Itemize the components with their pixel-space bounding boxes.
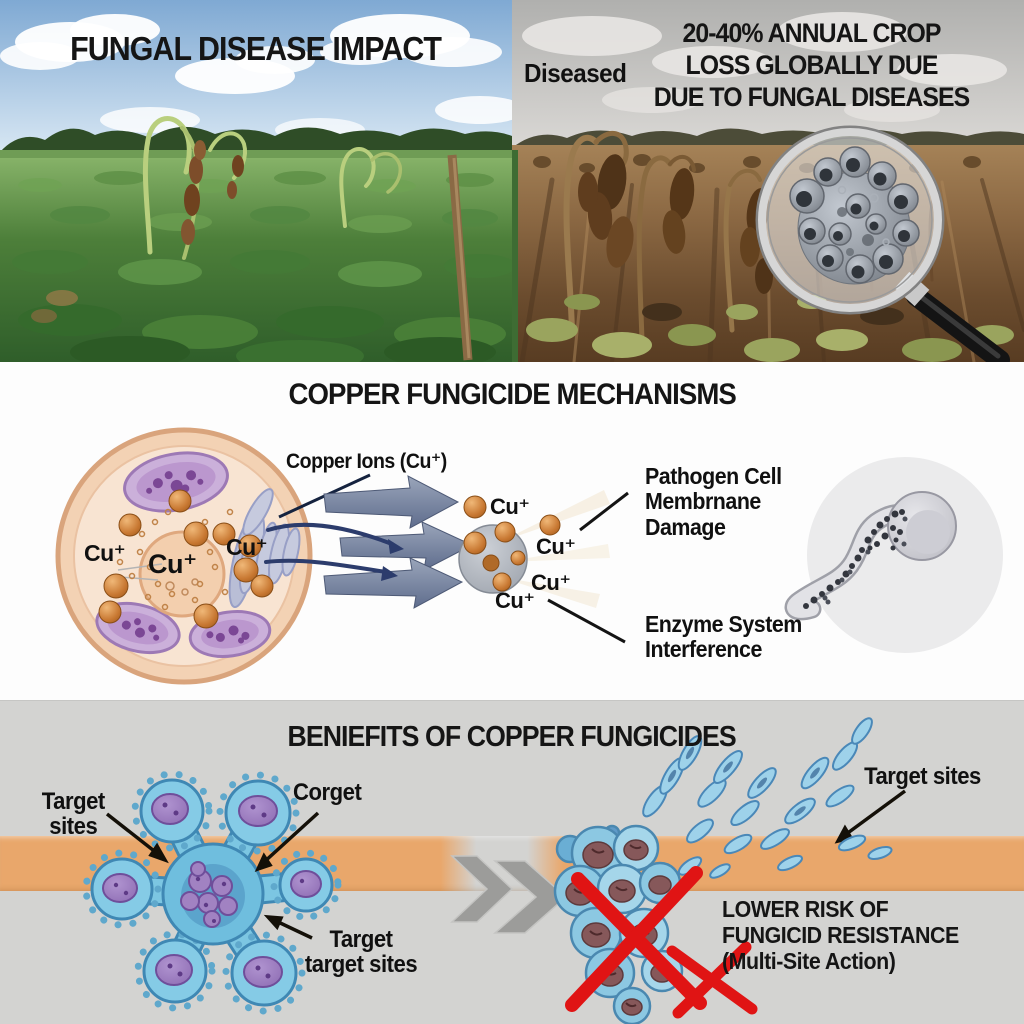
pathogen-cell-illustration xyxy=(55,427,313,685)
copper-ion-spheres xyxy=(98,489,274,629)
cu-label-cell-1: Cu⁺ xyxy=(84,540,126,566)
target-sites-right-label: Target sites xyxy=(863,763,981,790)
release-arrows xyxy=(323,475,474,609)
organelle xyxy=(123,451,229,513)
wilted-stems xyxy=(142,115,403,260)
clouds xyxy=(0,14,512,142)
target-sites-left-label: Target sites xyxy=(41,788,105,841)
copper-speckles xyxy=(116,508,234,611)
multisite-pathogen xyxy=(82,770,342,1015)
diseased-label: Diseased xyxy=(524,58,627,88)
crop-loss-stat-title: 20-40% ANNUAL CROP LOSS GLOBALLY DUE DUE… xyxy=(654,18,971,112)
healthy-field-photo xyxy=(0,0,512,362)
damaged-pathogen-vignette xyxy=(784,457,1003,653)
target-target-sites-label: Target target sites xyxy=(304,926,418,979)
cu-label-cluster-2: Cu⁺ xyxy=(536,534,576,559)
grey-clouds xyxy=(522,12,1007,122)
benefits-diagram xyxy=(82,717,907,1024)
cu-label-cell-2: Cu⁺ xyxy=(148,549,197,579)
resistance-benefit-text: LOWER RISK OF FUNGICID RESISTANCE (Multi… xyxy=(722,896,959,974)
field-comparison-section: FUNGAL DISEASE IMPACT Diseased 20-40% AN… xyxy=(0,0,1024,362)
left-photo-title: FUNGAL DISEASE IMPACT xyxy=(70,30,443,67)
magnifier-icon xyxy=(755,125,1010,362)
benefits-section: BENIEFITS OF COPPER FUNGICIDES Target si… xyxy=(0,700,1024,1024)
wooden-stake xyxy=(447,154,473,361)
membrane-pointer-line xyxy=(579,491,629,532)
diseased-field-photo xyxy=(512,0,1024,362)
pale-leaves xyxy=(526,294,1014,362)
cu-label-cluster-4: Cu⁺ xyxy=(495,588,535,613)
red-x-marks xyxy=(565,866,758,1019)
photo-edge-strip xyxy=(512,150,518,362)
cu-label-cell-3: Cu⁺ xyxy=(226,534,268,560)
copper-ions-label: Copper Ions (Cu⁺) xyxy=(286,450,447,473)
mechanisms-section: COPPER FUNGICIDE MECHANISMS Copper Ions … xyxy=(0,362,1024,700)
pathogen-speckles xyxy=(803,509,908,609)
membrane-damage-label: Pathogen Cell Membrnane Damage xyxy=(645,463,782,540)
enzyme-pointer-line xyxy=(547,598,626,644)
corget-label: Corget xyxy=(292,779,362,806)
transition-chevrons xyxy=(450,855,568,934)
label-arrows xyxy=(105,789,907,940)
ion-flow-curves xyxy=(264,522,394,574)
curve-arrowhead xyxy=(388,539,404,554)
mechanism-diagram xyxy=(55,427,1003,685)
wilted-brown-plants xyxy=(563,131,936,343)
mechanisms-title: COPPER FUNGICIDE MECHANISMS xyxy=(288,378,736,411)
benefits-title: BENIEFITS OF COPPER FUNGICIDES xyxy=(287,721,737,753)
enzyme-interference-label: Enzyme System Interference xyxy=(645,611,802,663)
curve-arrowhead xyxy=(381,566,398,581)
cu-label-cluster-3: Cu⁺ xyxy=(531,570,571,595)
copper-attack-cluster xyxy=(458,490,610,608)
fungal-spores xyxy=(789,146,920,285)
cu-label-cluster-1: Cu⁺ xyxy=(490,494,530,519)
